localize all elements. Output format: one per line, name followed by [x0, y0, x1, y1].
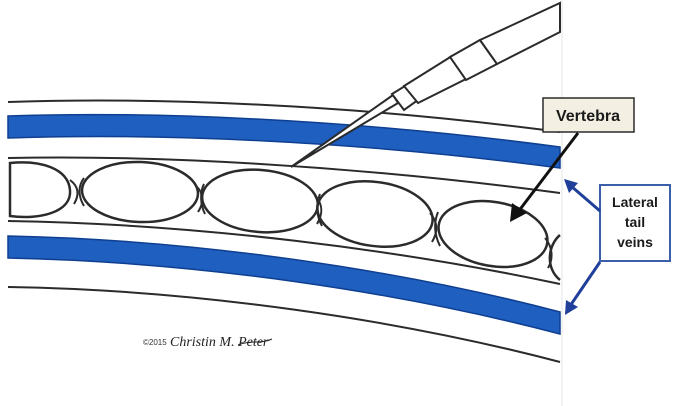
vertebra-1	[10, 162, 70, 217]
veins-arrow-upper	[571, 186, 600, 211]
veins-arrow-lower	[570, 262, 600, 306]
vertebra-label: Vertebra	[556, 108, 620, 125]
syringe-barrel	[480, 3, 560, 64]
vertebra-2	[81, 160, 199, 224]
vertebra-4	[313, 174, 437, 254]
copyright-text: ©2015	[143, 338, 167, 347]
veins-label-line-2: tail	[625, 214, 645, 230]
vertebra-3	[200, 165, 321, 237]
veins-label-line-1: Lateral	[612, 194, 658, 210]
lateral-tail-veins-callout: Lateral tail veins	[564, 179, 670, 315]
veins-label-line-3: veins	[617, 234, 653, 250]
